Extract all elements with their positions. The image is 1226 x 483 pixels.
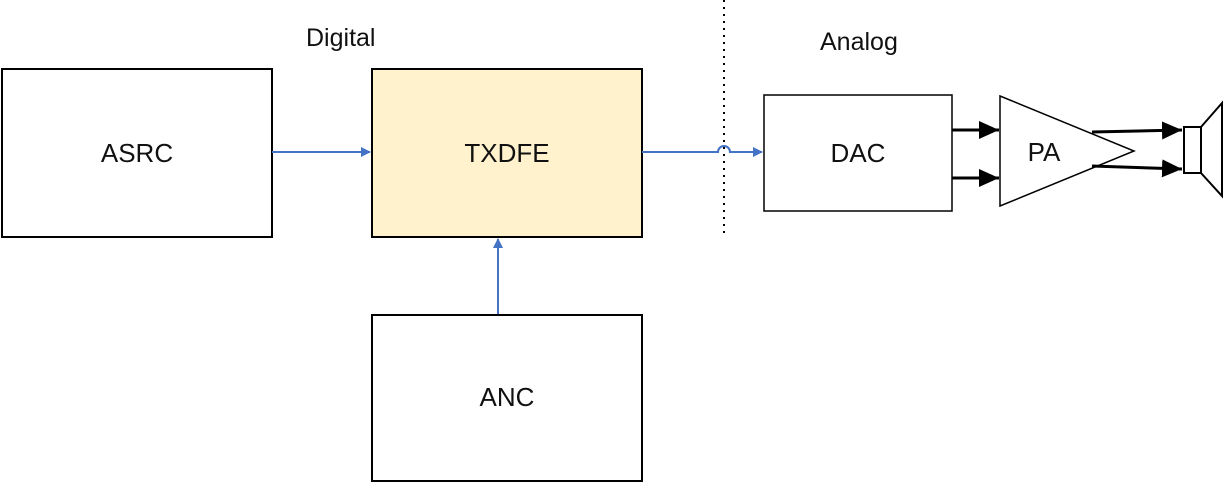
pa-triangle: [999, 94, 1136, 208]
digital-region-label: Digital: [306, 24, 375, 52]
speaker-icon: [1183, 100, 1223, 199]
analog-region-label: Analog: [820, 28, 898, 56]
anc-label: ANC: [480, 382, 535, 412]
dac-block[interactable]: DAC: [763, 94, 953, 212]
txdfe-label: TXDFE: [464, 138, 549, 168]
dac-box: [763, 94, 953, 212]
pa-to-speaker-arrow-top: [1091, 121, 1183, 140]
pa-label: PA: [1028, 137, 1061, 167]
asrc-label: ASRC: [101, 138, 173, 168]
asrc-block[interactable]: ASRC: [1, 68, 273, 238]
asrc-box: [1, 68, 273, 238]
dac-label: DAC: [831, 138, 886, 168]
anc-box: [371, 314, 643, 482]
anc-block[interactable]: ANC: [371, 314, 643, 482]
txdfe-block[interactable]: TXDFE: [371, 68, 643, 238]
txdfe-to-dac-arrow: [642, 145, 763, 157]
pa-to-speaker-arrow-bottom: [1091, 159, 1183, 178]
txdfe-box: [371, 68, 643, 238]
pa-amplifier[interactable]: PA: [999, 94, 1136, 208]
